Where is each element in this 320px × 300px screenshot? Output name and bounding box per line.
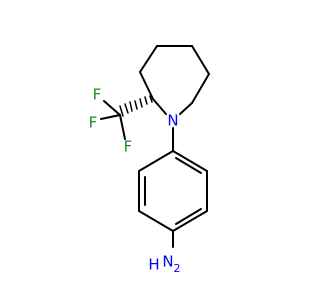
bond-ar6-ar1 — [138, 150, 174, 172]
bond-ar1-ar2 — [172, 150, 208, 172]
hashed-wedge-bond — [119, 95, 153, 117]
bond-n-c2 — [152, 98, 167, 115]
bond-c4-c5 — [191, 45, 210, 75]
atom-label-n-amine: N — [162, 253, 173, 271]
benzene-ring — [138, 127, 208, 232]
hash-7 — [119, 105, 124, 117]
hash-1 — [149, 95, 153, 103]
bond-c2-c3 — [139, 45, 158, 73]
hash-4 — [134, 100, 138, 110]
bond-ar3-ar4 — [172, 210, 208, 232]
atom-label-f2: F — [89, 114, 98, 132]
atom-label-f3: F — [124, 138, 133, 156]
double-bond-ar1-ar2-inner — [175, 157, 202, 174]
trifluoromethyl-group — [100, 100, 126, 140]
hash-3 — [139, 98, 143, 108]
atom-label-n-ring: N — [167, 112, 178, 130]
atom-label-f1: F — [93, 86, 102, 104]
bond-c2-c2top — [139, 71, 154, 100]
bond-c5-c6 — [191, 73, 210, 104]
hash-2 — [144, 96, 148, 105]
piperidine-ring — [139, 45, 210, 115]
bond-ar4-ar5 — [138, 210, 174, 232]
hash-6 — [124, 103, 129, 114]
hash-5 — [129, 101, 133, 112]
bond-c6-n — [179, 102, 193, 115]
molecule-diagram: F F F N H N 2 — [89, 45, 210, 275]
bond-c-f1 — [103, 100, 121, 116]
double-bond-ar3-ar4-inner — [175, 208, 202, 225]
bond-c-f2 — [100, 114, 121, 120]
atom-label-h-amine: H — [148, 256, 159, 274]
bond-c-f3 — [119, 114, 126, 140]
atom-label-h2-subscript: 2 — [174, 262, 181, 275]
